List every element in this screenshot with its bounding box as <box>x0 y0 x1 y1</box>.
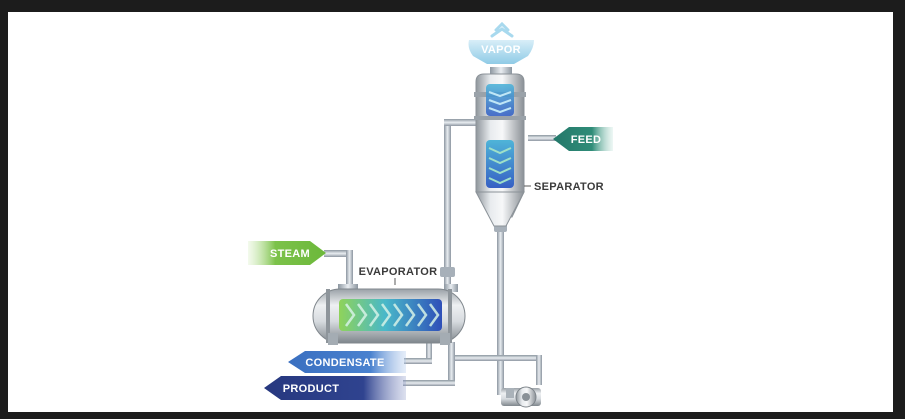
separator-callout: SEPARATOR <box>524 181 604 193</box>
separator-drain-pipe <box>494 224 507 395</box>
separator-vessel <box>474 67 526 227</box>
condensate-label: CONDENSATE <box>305 357 384 369</box>
condensate-arrow: CONDENSATE <box>288 351 406 373</box>
product-arrow: PRODUCT <box>264 376 406 400</box>
product-label: PRODUCT <box>283 383 340 395</box>
recirculation-pipe <box>403 342 542 386</box>
evaporator-label: EVAPORATOR <box>359 266 438 278</box>
feed-label: FEED <box>571 134 602 146</box>
feed-arrow: FEED <box>553 127 613 151</box>
feed-pipe <box>528 135 556 141</box>
vapor-label: VAPOR <box>481 44 521 56</box>
condensate-pipe <box>404 340 432 364</box>
steam-pipe <box>324 250 353 290</box>
evaporator-callout: EVAPORATOR <box>359 266 438 285</box>
diagram-canvas: VAPOR STEAM FEED CONDENSATE PRODUCT SEPA… <box>8 12 893 412</box>
evaporator-vessel <box>312 284 466 345</box>
vapor-riser-pipe <box>440 119 478 297</box>
separator-label: SEPARATOR <box>534 181 604 193</box>
evaporator-process-diagram: VAPOR STEAM FEED CONDENSATE PRODUCT SEPA… <box>248 21 613 408</box>
vapor-outlet: VAPOR <box>468 21 534 64</box>
vapor-badge <box>468 40 534 64</box>
steam-arrow: STEAM <box>248 241 326 265</box>
pump <box>501 386 541 408</box>
steam-label: STEAM <box>270 248 310 260</box>
